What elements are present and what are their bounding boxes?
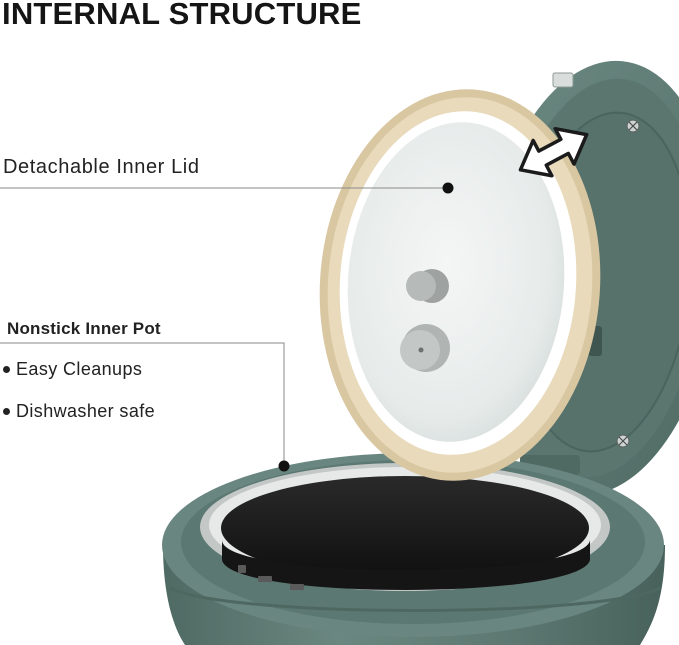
inner-pot — [200, 463, 610, 591]
inner-lid-label: Detachable Inner Lid — [3, 156, 200, 178]
bullet-icon — [3, 365, 10, 373]
page-title: INTERNAL STRUCTURE — [2, 0, 362, 31]
inner-pot-callout-line — [0, 342, 290, 472]
feature-text: Dishwasher safe — [16, 400, 156, 421]
inner-pot-features: Easy Cleanups Dishwasher safe — [3, 358, 155, 442]
feature-text: Easy Cleanups — [16, 358, 143, 379]
screw-icon — [616, 434, 630, 448]
bullet-icon — [3, 407, 10, 415]
screw-icon — [626, 119, 640, 133]
list-item: Dishwasher safe — [3, 400, 155, 422]
double-arrow-icon — [518, 126, 589, 178]
detachable-inner-lid — [319, 89, 601, 481]
inner-pot-label: Nonstick Inner Pot — [7, 319, 161, 338]
inner-lid-callout-line — [0, 182, 454, 194]
list-item: Easy Cleanups — [3, 358, 155, 380]
